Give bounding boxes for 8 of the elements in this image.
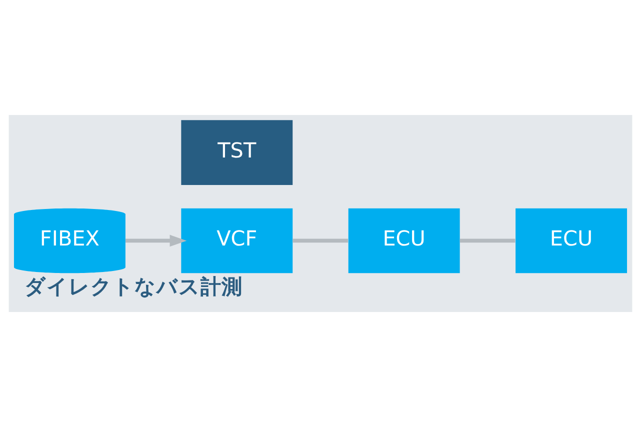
caption: ダイレクトなバス計測 xyxy=(24,274,242,299)
node-box: VCF xyxy=(181,208,293,274)
node-box: ECU xyxy=(348,208,460,274)
connector xyxy=(292,238,348,243)
node-box: ECU xyxy=(516,208,628,274)
connector xyxy=(460,238,516,243)
node-box: TST xyxy=(181,120,293,185)
arrow xyxy=(126,234,187,247)
